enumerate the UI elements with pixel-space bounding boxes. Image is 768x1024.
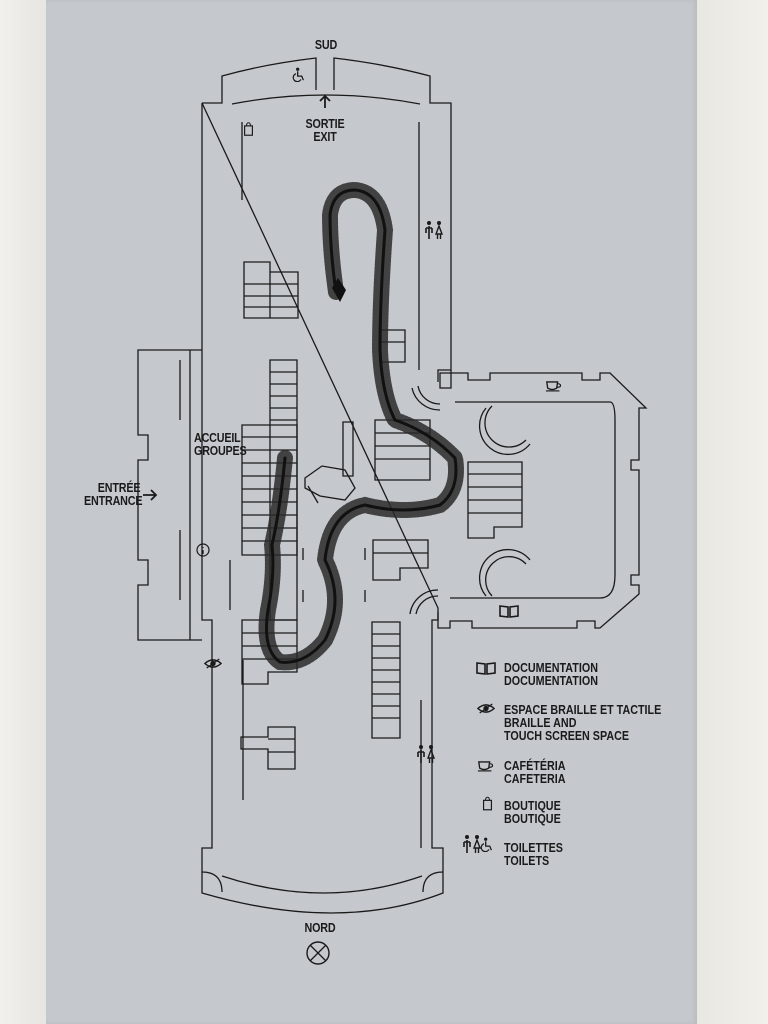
legend-boutique: BOUTIQUE BOUTIQUE [504, 799, 561, 826]
wall-right [697, 0, 768, 1024]
legend-toilets: TOILETTES TOILETS [504, 841, 563, 868]
label-south: SUD [314, 38, 338, 52]
label-exit: SORTIE EXIT [305, 117, 345, 144]
label-entrance: ENTRÉE ENTRANCE [84, 481, 143, 508]
legend-braille: ESPACE BRAILLE ET TACTILE BRAILLE AND TO… [504, 703, 662, 743]
legend-documentation: DOCUMENTATION DOCUMENTATION [504, 661, 598, 688]
legend-cafeteria: CAFÉTÉRIA CAFETERIA [504, 759, 566, 786]
label-groups: ACCUEIL GROUPES [194, 431, 247, 458]
label-north: NORD [304, 921, 336, 935]
wall-left [0, 0, 46, 1024]
